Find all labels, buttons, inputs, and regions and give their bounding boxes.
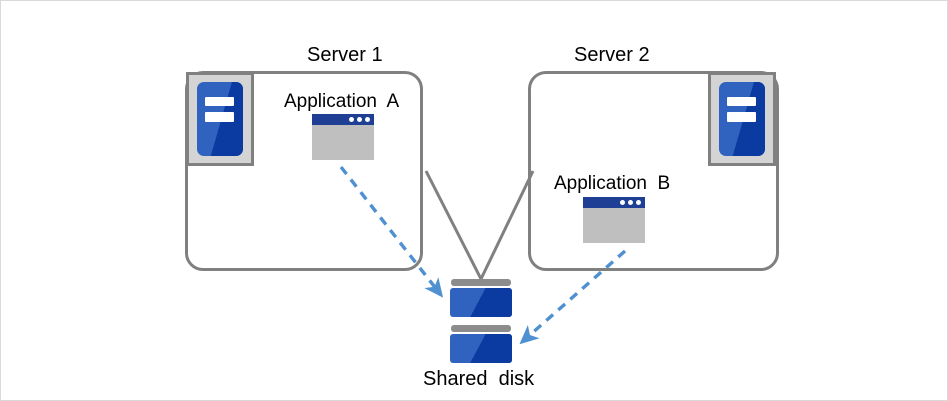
server-1-boundary	[185, 71, 423, 271]
server-icon-bar-bottom	[727, 112, 756, 122]
disk-cap	[451, 325, 511, 332]
window-dots	[620, 200, 641, 205]
disk-stack-icon	[450, 279, 512, 363]
server-icon-body	[197, 82, 243, 156]
window-titlebar	[312, 114, 374, 125]
application-window-icon-b	[583, 197, 645, 243]
shared-disk-label: Shared disk	[423, 368, 535, 390]
disk-shade	[450, 288, 512, 317]
window-dots	[349, 117, 370, 122]
window-dot	[365, 117, 370, 122]
window-dot	[357, 117, 362, 122]
server2-to-disk-line	[479, 170, 535, 280]
disk-unit-lower	[450, 325, 512, 363]
disk-cap	[451, 279, 511, 286]
application-a-label: Application A	[284, 91, 400, 112]
server-machine-icon	[186, 72, 254, 166]
application-window-icon-a	[312, 114, 374, 160]
window-dot	[620, 200, 625, 205]
server-machine-icon	[708, 72, 776, 166]
disk-body	[450, 288, 512, 317]
disk-body	[450, 334, 512, 363]
window-dot	[349, 117, 354, 122]
window-dot	[636, 200, 641, 205]
app-b-to-disk-arrow	[519, 249, 627, 345]
window-titlebar	[583, 197, 645, 208]
disk-shade	[450, 334, 512, 363]
server-icon-bar-top	[205, 96, 234, 107]
server-icon-bar-bottom	[205, 112, 234, 122]
server1-to-disk-line	[424, 170, 483, 280]
server-2-boundary	[528, 71, 779, 271]
server-icon-body	[719, 82, 765, 156]
app-a-to-disk-arrow	[339, 165, 444, 298]
server-1-title: Server 1	[307, 44, 383, 66]
disk-unit-upper	[450, 279, 512, 317]
window-dot	[628, 200, 633, 205]
application-b-label: Application B	[554, 173, 671, 194]
server-2-title: Server 2	[574, 44, 650, 66]
server-icon-bar-top	[727, 96, 756, 107]
